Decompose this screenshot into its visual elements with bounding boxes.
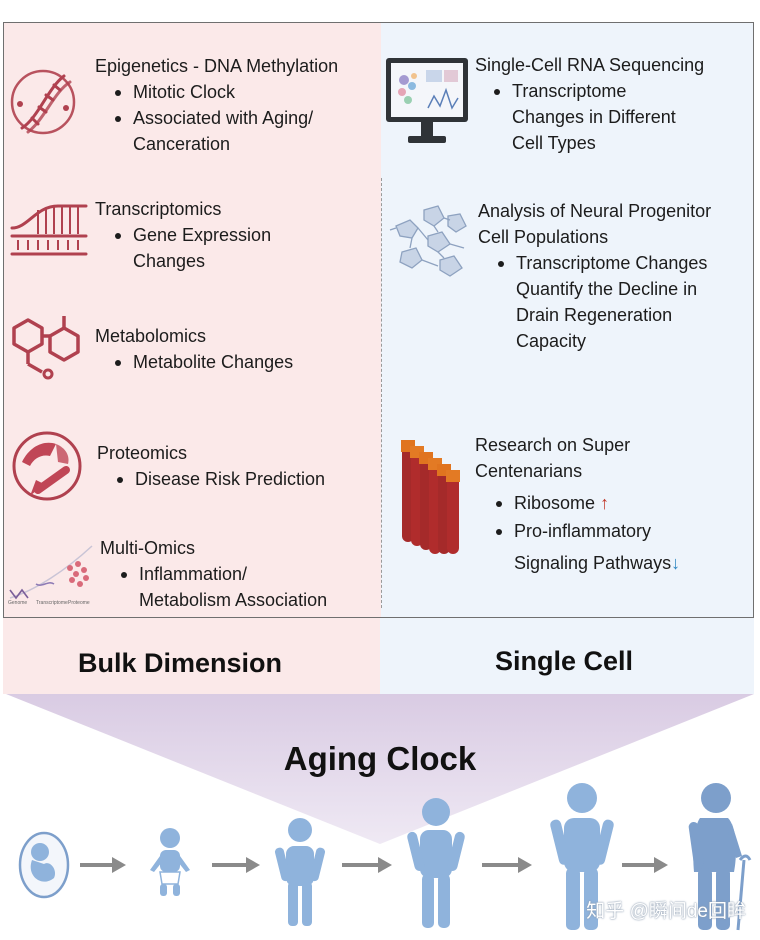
- multi-omics-label-transcriptome: Transcriptome: [36, 600, 68, 606]
- item-title: Single-Cell RNA Sequencing: [475, 55, 705, 75]
- child-icon: [274, 818, 326, 926]
- bullet: Gene Expression: [114, 222, 271, 248]
- bullet: Mitotic Clock: [114, 79, 338, 105]
- item-title: Metabolomics: [95, 326, 207, 346]
- item-title: Transcriptomics: [95, 199, 222, 219]
- bullet-cont: Cell Types: [512, 133, 596, 153]
- dna-helix-icon: [10, 69, 76, 135]
- item-neural-progenitor: Analysis of Neural Progenitor Cell Popul…: [478, 198, 711, 354]
- life-stages: [18, 783, 752, 931]
- item-title: Analysis of Neural Progenitor: [478, 201, 712, 221]
- item-title: Research on Super: [475, 435, 631, 455]
- bullet-cont: Changes: [133, 251, 206, 271]
- blood-tubes-icon: [401, 440, 460, 554]
- protein-icon: [12, 431, 82, 501]
- bullet-ribosome: Ribosome ↑: [495, 490, 680, 516]
- teen-icon: [407, 798, 465, 928]
- bullet-cont: Capacity: [516, 331, 587, 351]
- item-title-cont: Cell Populations: [478, 227, 609, 247]
- bullet-cont: Canceration: [133, 134, 231, 154]
- bullet-cont: Metabolism Association: [139, 590, 328, 610]
- bullet: Pro-inflammatory: [495, 518, 680, 544]
- band-single-cell: [380, 618, 754, 694]
- arrow-down-icon: ↓: [671, 553, 681, 573]
- label-single-cell: Single Cell: [495, 646, 634, 676]
- band-bulk: [3, 618, 380, 694]
- item-title: Multi-Omics: [100, 538, 195, 558]
- embryo-icon: [18, 831, 70, 899]
- rna-strand-icon: [10, 204, 88, 256]
- elder-icon: [688, 783, 752, 931]
- bullet: Inflammation/: [120, 561, 327, 587]
- label-bulk-dimension: Bulk Dimension: [78, 648, 283, 678]
- item-epigenetics: Epigenetics - DNA Methylation Mitotic Cl…: [95, 53, 338, 157]
- bullet-cont: Drain Regeneration: [516, 305, 673, 325]
- bullet: Transcriptome: [493, 78, 704, 104]
- item-proteomics: Proteomics Disease Risk Prediction: [97, 440, 325, 492]
- bullet: Associated with Aging/: [114, 105, 338, 131]
- multi-omics-label-genome: Genome: [8, 600, 28, 606]
- baby-icon: [150, 828, 190, 896]
- bullet: Disease Risk Prediction: [116, 466, 325, 492]
- bullet-text: Ribosome: [514, 493, 596, 513]
- item-multi-omics: Multi-Omics Inflammation/ Metabolism Ass…: [100, 535, 327, 613]
- bullet-text: Signaling Pathways: [514, 553, 672, 573]
- item-super-centenarians: Research on Super Centenarians Ribosome …: [475, 432, 680, 576]
- arrow-up-icon: ↑: [600, 493, 610, 513]
- adult-icon: [550, 783, 614, 930]
- watermark: 知乎 @瞬间de回眸: [586, 901, 746, 922]
- monitor-icon: [386, 58, 468, 143]
- item-title: Epigenetics - DNA Methylation: [95, 56, 339, 76]
- aging-clock-title: Aging Clock: [283, 740, 477, 777]
- molecule-icon: [12, 316, 80, 380]
- funnel-shape: [6, 694, 754, 844]
- bullet-cont: Changes in Different: [512, 107, 676, 127]
- bullet: Transcriptome Changes: [497, 250, 711, 276]
- item-title: Proteomics: [97, 443, 188, 463]
- multi-omics-label-proteome: Proteome: [68, 600, 90, 606]
- panel-divider: [381, 178, 382, 608]
- item-scrnaseq: Single-Cell RNA Sequencing Transcriptome…: [475, 52, 704, 156]
- bullet-cont: Quantify the Decline in: [516, 279, 698, 299]
- multi-omics-icon: [9, 545, 93, 600]
- bullet: Metabolite Changes: [114, 349, 293, 375]
- item-metabolomics: Metabolomics Metabolite Changes: [95, 323, 293, 375]
- bullet-cont: Signaling Pathways↓: [514, 550, 680, 576]
- item-title-cont: Centenarians: [475, 461, 583, 481]
- neuron-cells-icon: [389, 205, 467, 277]
- item-transcriptomics: Transcriptomics Gene Expression Changes: [95, 196, 271, 274]
